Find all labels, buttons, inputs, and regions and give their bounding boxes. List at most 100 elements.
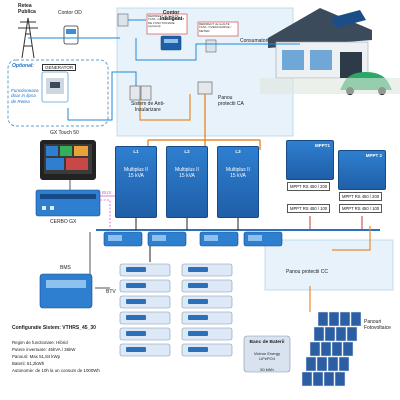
battery-module: [181, 327, 233, 341]
pv-panel: [324, 326, 336, 342]
meter-note-right-box: [197, 21, 239, 37]
pv-panel: [313, 326, 325, 342]
consumers-label: Consumatori: [240, 38, 269, 44]
generator-optional-label: Optional:: [12, 63, 34, 69]
pv-panel: [327, 356, 339, 372]
ac-line-anti-island: [139, 94, 191, 121]
generator-label: GENERATOR: [42, 64, 77, 72]
inverter-dc-links: [135, 218, 239, 230]
pv-panel: [331, 341, 343, 357]
pv-panel: [312, 371, 324, 387]
dc-busbar-row: [96, 216, 380, 262]
config-title: Configuratie Sistem: VTHRS_45_30: [12, 325, 96, 331]
config-line-3: Panouri: Max 51,84 kWp: [12, 354, 61, 359]
dc-distributor-3: [199, 231, 239, 247]
battery-module: [181, 279, 233, 293]
cerbo-gx-icon: [35, 189, 101, 217]
pv-panel: [335, 326, 347, 342]
pv-panel: [323, 371, 335, 387]
pv-panel: [317, 311, 329, 327]
pv-panel: [328, 311, 340, 327]
battery-module: [181, 343, 233, 357]
pv-panel: [316, 356, 328, 372]
mppt-1: MPPT1: [286, 140, 334, 180]
battery-module: [119, 263, 171, 277]
ac-output-distribution: [147, 139, 261, 150]
meter-od-label: Contor OD: [58, 10, 82, 16]
mppt-label-3: MPPT RS 450 / 100: [287, 204, 331, 213]
inverter-l1-phase: L1: [133, 149, 139, 154]
config-line-4: Baterii: 51,2kWh: [12, 361, 45, 366]
battery-module: [119, 311, 171, 325]
mppt-1-tag: MPPT1: [314, 143, 330, 148]
pv-array-icon: [301, 311, 362, 387]
pv-panel: [346, 326, 358, 342]
bus-label: BUS: [102, 190, 112, 195]
gx-touch-label: GX Touch 50: [50, 130, 79, 136]
battery-module: [119, 327, 171, 341]
battery-module: [119, 295, 171, 309]
battery-module: [119, 279, 171, 293]
pv-panel: [301, 371, 313, 387]
wiring: [28, 19, 371, 312]
pv-panel: [339, 311, 351, 327]
roof-solar-panels: [330, 10, 366, 28]
battery-bank-title: Banc de Baterii: [249, 340, 285, 345]
anti-island-label: Sistem de Anti-Insularizare: [131, 101, 165, 113]
switch-device-right: [205, 39, 217, 53]
generator-icon: [41, 71, 69, 103]
battery-modules: [119, 263, 233, 357]
cc-protection-panel-box: [264, 239, 394, 291]
config-line-1: Regim de functionare: Hibrid: [12, 340, 68, 345]
cerbo-gx-label: CERBO GX: [50, 219, 77, 225]
config-line-2: Putere invertoare: 45kVA / 36kW: [12, 347, 76, 352]
config-line-5: Autonomie: de 10h la un consum de 1000Wh: [12, 368, 100, 373]
smart-meter-od-icon: [63, 25, 79, 45]
btv-label: BTV: [106, 289, 116, 295]
pv-panel: [334, 371, 346, 387]
smart-meter-icon: [160, 35, 182, 51]
bms-icon: [39, 273, 93, 309]
inverter-l2-phase: L2: [184, 149, 190, 154]
pv-panel: [350, 311, 362, 327]
battery-bank-icon: [243, 335, 291, 373]
grid-tower-icon: [18, 17, 38, 59]
mppt-label-1: MPPT RS 450 / 200: [287, 182, 331, 191]
pv-panel: [320, 341, 332, 357]
pv-panel: [338, 356, 350, 372]
dc-distributor-2: [147, 231, 187, 247]
battery-module: [181, 263, 233, 277]
cc-panel-label: Panou protectii CC: [286, 269, 328, 275]
bms-label: BMS: [60, 265, 71, 271]
battery-module: [119, 343, 171, 357]
battery-module: [181, 295, 233, 309]
battery-module: [181, 311, 233, 325]
meter-note-left: REDIRECT de la ALTE TASK: cod RECOMANDAT…: [148, 14, 185, 29]
ground-area: [260, 78, 400, 94]
pv-panel: [309, 341, 321, 357]
ca-breaker-icon: [197, 81, 213, 95]
pv-panel: [342, 341, 354, 357]
gx-touch-icon: [40, 140, 96, 180]
pv-panel: [305, 356, 317, 372]
inverter-l3-phase: L3: [235, 149, 241, 154]
dc-distributor-1: [103, 231, 143, 247]
mppt-2: MPPT 2: [338, 150, 386, 190]
house-icon: [268, 8, 372, 79]
dc-mppt-to-cc: [332, 226, 371, 251]
switch-device-left: [117, 13, 129, 27]
anti-island-relay-icon: [129, 85, 152, 101]
